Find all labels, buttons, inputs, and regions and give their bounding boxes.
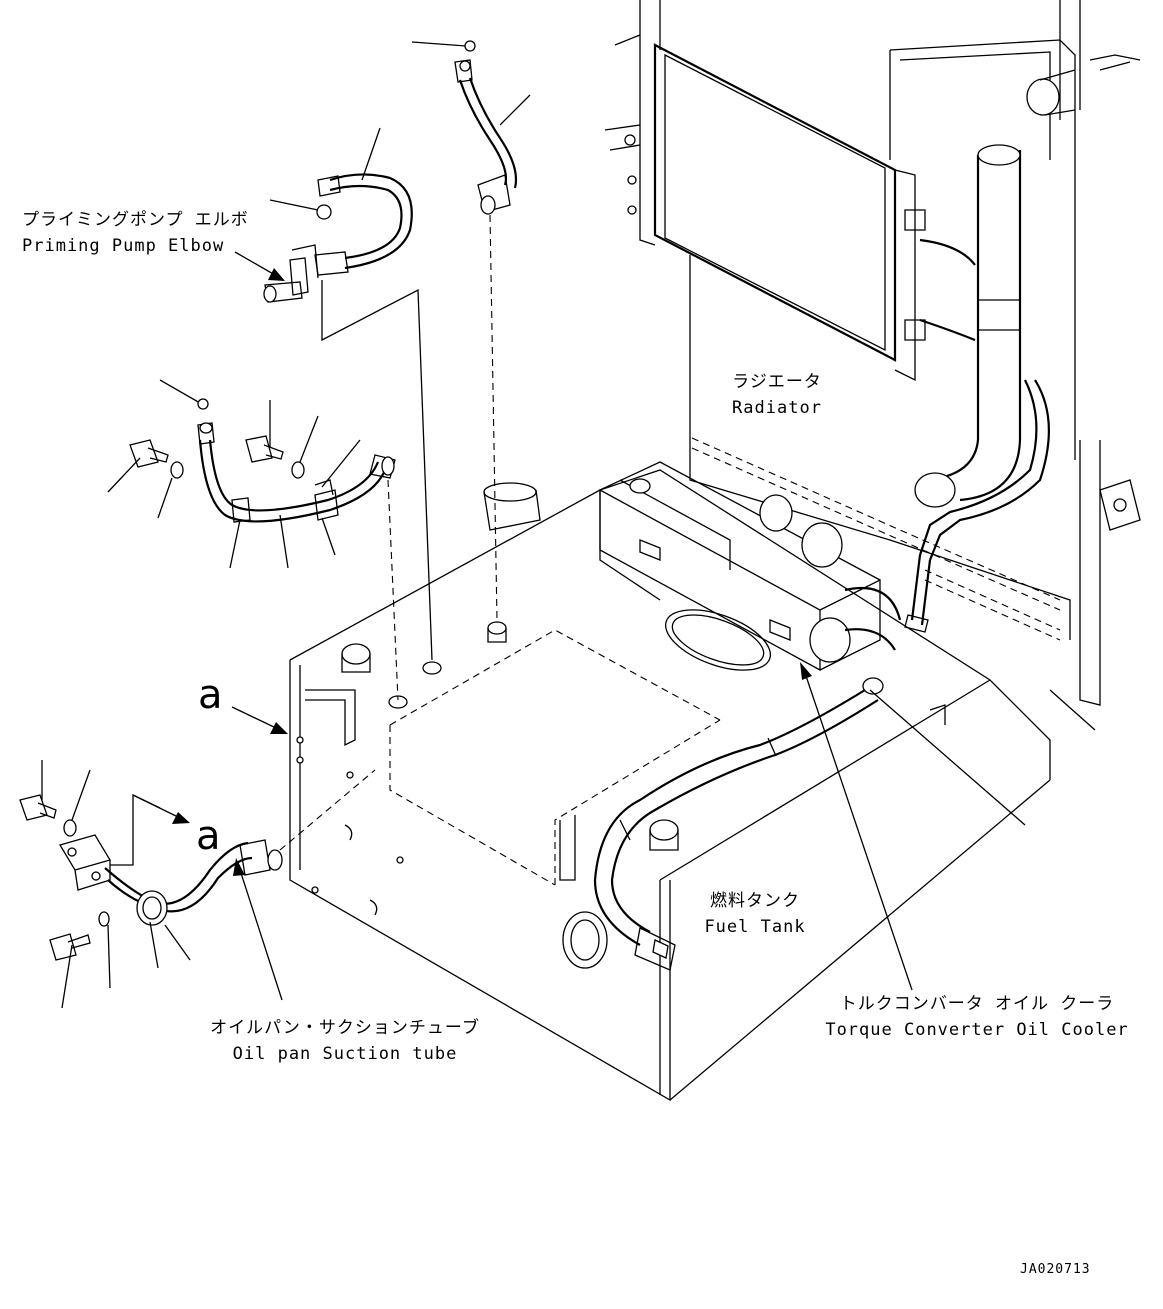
oil-pan-suction-tube: [19, 769, 376, 961]
radiator-label-jp: ラジエータ: [732, 372, 822, 392]
priming-pump-elbow-label-en: Priming Pump Elbow: [22, 236, 225, 256]
oil-pan-suction-label-en: Oil pan Suction tube: [232, 1044, 458, 1064]
priming-pump-hose: [263, 173, 433, 661]
oil-pan-suction-label-jp: オイルパン・サクションチューブ: [210, 1018, 480, 1038]
drawing-code: JA020713: [1020, 1262, 1091, 1277]
leader-lines: [41, 40, 1026, 1009]
priming-pump-elbow-label-jp: プライミングポンプ エルボ: [22, 210, 249, 230]
drain-tube: [454, 59, 518, 621]
torque-converter-label-jp: トルクコンバータ オイル クーラ: [839, 994, 1115, 1014]
view-marker-a-bottom: a: [196, 813, 221, 859]
fuel-hose-assembly: [129, 422, 399, 701]
radiator-assembly: [604, 0, 1141, 731]
fuel-tank: [289, 469, 1051, 1102]
fuel-tank-label-en: Fuel Tank: [704, 917, 806, 937]
view-marker-a-top: a: [198, 672, 223, 718]
torque-converter-oil-cooler: [593, 461, 902, 971]
radiator-label-en: Radiator: [732, 398, 822, 418]
torque-converter-label-en: Torque Converter Oil Cooler: [825, 1020, 1129, 1040]
fuel-tank-label-jp: 燃料タンク: [710, 891, 800, 911]
